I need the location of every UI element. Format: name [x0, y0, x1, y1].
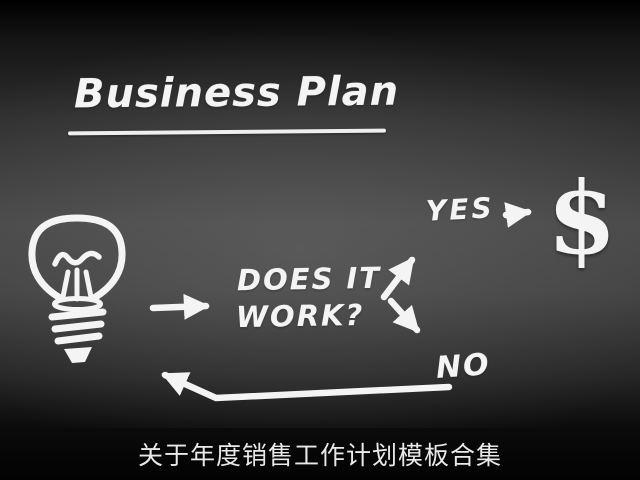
no-label: NO	[434, 347, 492, 386]
arrow-question-to-yes	[380, 256, 416, 301]
yes-label: YES	[425, 191, 496, 228]
caption-text: 关于年度销售工作计划模板合集	[137, 442, 502, 470]
arrow-yes-to-money	[502, 202, 532, 228]
arrow-no-to-idea	[161, 371, 453, 402]
chalkboard-background	[0, 0, 640, 430]
question-text-line2: WORK?	[235, 297, 365, 335]
dollar-sign: $	[547, 159, 617, 277]
caption-bar: 关于年度销售工作计划模板合集	[0, 428, 640, 480]
arrow-question-to-no	[387, 297, 421, 334]
question-text-line1: DOES IT	[236, 260, 382, 298]
filament-squiggle	[52, 250, 102, 267]
arrow-idea-to-question	[149, 293, 210, 320]
lightbulb-icon	[28, 214, 126, 363]
